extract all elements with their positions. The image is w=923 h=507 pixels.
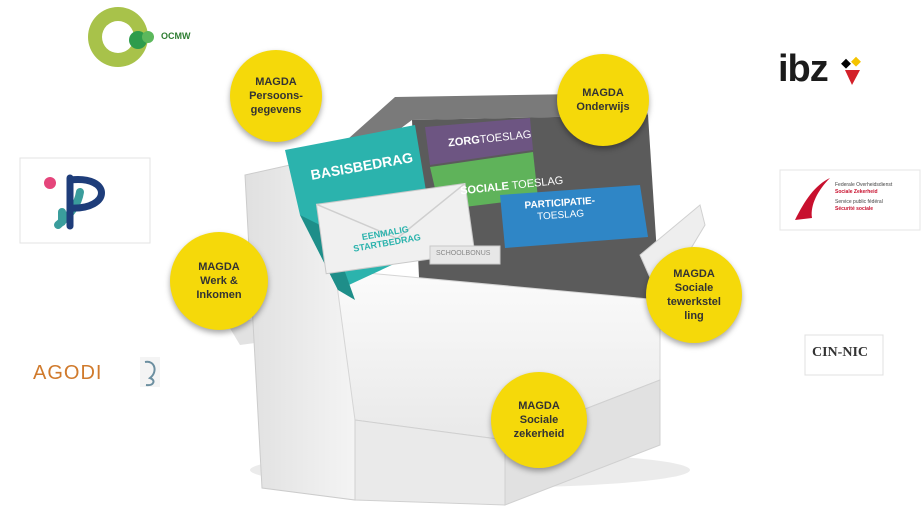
cin-nic-frame (804, 334, 884, 376)
bubble-sociale-tewerkstelling-text: MAGDA Sociale tewerkstel ling (667, 268, 721, 322)
bubble-sociale-zekerheid: MAGDA Sociale zekerheid (491, 372, 587, 468)
socsec-logo-text: Federale Overheidsdienst Sociale Zekerhe… (835, 182, 892, 213)
bubble-persoonsgegevens: MAGDA Persoons- gegevens (230, 50, 322, 142)
schoolbonus-label: SCHOOLBONUS (436, 250, 491, 257)
bubble-sociale-tewerkstelling: MAGDA Sociale tewerkstel ling (646, 247, 742, 343)
ibz-red-shape (845, 70, 860, 85)
bubble-werk-inkomen: MAGDA Werk & Inkomen (170, 232, 268, 330)
p-logo-letter (66, 174, 105, 230)
p-logo-frame (19, 157, 151, 244)
ocmw-circle-hole (102, 21, 134, 53)
socsec-line4: Sécurité sociale (835, 206, 874, 212)
ibz-yellow-mark (851, 56, 861, 67)
box-lower-right (504, 379, 661, 506)
bubble-onderwijs-text: MAGDA Onderwijs (576, 87, 630, 113)
socsec-line2: Sociale Zekerheid (835, 189, 878, 195)
ibz-logo-text: ibz (778, 48, 829, 90)
participatietoeslag-label: PARTICIPATIE- TOESLAG (524, 196, 596, 225)
ocmw-dot-light (142, 31, 154, 43)
cin-nic-logo-text: CIN-NIC (812, 345, 868, 360)
agodi-lion-bg (140, 357, 160, 387)
socsec-logo-frame (779, 169, 921, 231)
ocmw-logo-text: OCMW (161, 31, 191, 41)
p-logo-dot (44, 177, 56, 189)
socsec-line3: Service public fédéral (835, 199, 883, 205)
agodi-lion-icon (144, 360, 156, 387)
ibz-black-mark (841, 58, 851, 69)
agodi-logo-text: AGODI (33, 362, 103, 384)
bubble-persoonsgegevens-text: MAGDA Persoons- gegevens (249, 76, 303, 116)
bubble-werk-inkomen-text: MAGDA Werk & Inkomen (196, 261, 242, 301)
zorgtoeslag-panel (425, 118, 533, 165)
bubble-sociale-zekerheid-text: MAGDA Sociale zekerheid (513, 400, 565, 440)
socsec-swoosh-icon (795, 178, 830, 220)
participatietoeslag-panel (500, 185, 648, 248)
bubble-onderwijs: MAGDA Onderwijs (557, 54, 649, 146)
schoolbonus-tag (429, 245, 501, 265)
socsec-line1: Federale Overheidsdienst (835, 182, 893, 188)
